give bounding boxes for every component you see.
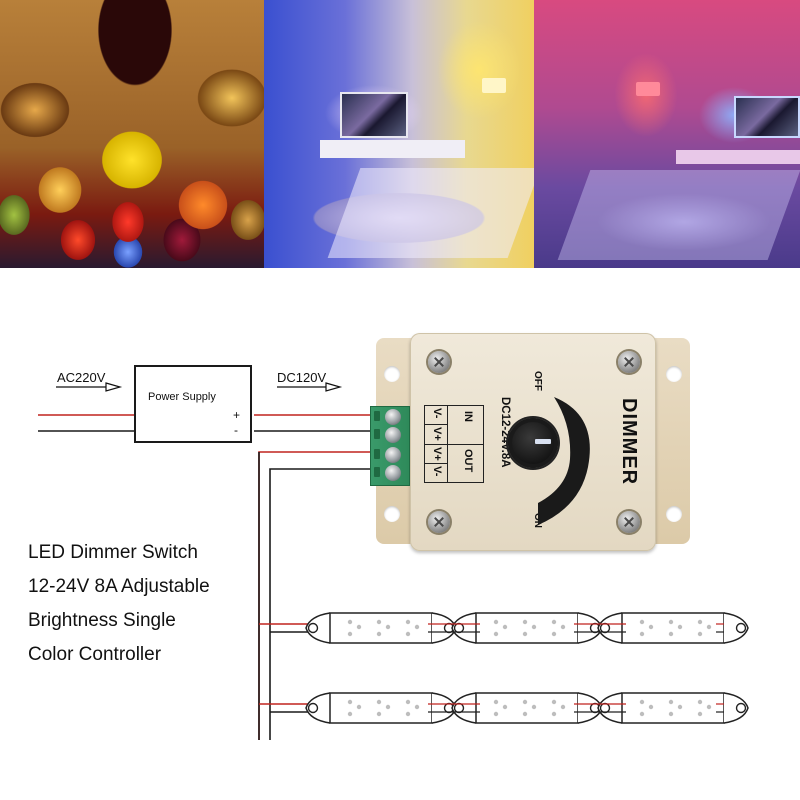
off-label: OFF: [532, 371, 543, 391]
mounting-hole-icon: [384, 366, 400, 382]
floor-lamp-icon: [636, 82, 660, 96]
out-header: OUT: [462, 449, 474, 473]
pin-label: V+: [431, 447, 443, 461]
product-photo-strip: Colorful pendant lamps Living room with …: [0, 0, 800, 268]
led-strip-row-1: [306, 613, 748, 643]
pin-label-table: IN OUT V- V+ V+ V-: [424, 405, 484, 483]
screw-icon: [618, 351, 640, 373]
positive-terminal-label: +: [232, 408, 240, 422]
description-line: LED Dimmer Switch: [28, 542, 198, 563]
brightness-arc-icon: [538, 397, 590, 525]
screw-icon: [618, 511, 640, 533]
pendant-lamps-photo: Colorful pendant lamps: [0, 0, 264, 268]
pin-label: V-: [431, 466, 443, 477]
product-description: LED Dimmer Switch 12-24V 8A Adjustable B…: [28, 536, 210, 672]
rug: [557, 170, 800, 260]
terminal-screw-icon: [385, 427, 401, 443]
description-line: Color Controller: [28, 644, 162, 665]
description-line: 12-24V 8A Adjustable: [28, 576, 210, 597]
living-room-pink-purple-photo: Living room with pink and purple lightin…: [534, 0, 800, 268]
mounting-hole-icon: [666, 506, 682, 522]
mounting-hole-icon: [384, 506, 400, 522]
ac-input-label: AC220V: [57, 370, 106, 385]
led-strip-row-2: [306, 693, 748, 723]
pin-label: V-: [431, 408, 443, 419]
floor-lamp-icon: [482, 78, 506, 93]
terminal-screw-icon: [385, 465, 401, 481]
pin-label: V+: [431, 427, 443, 441]
rug: [327, 168, 534, 258]
power-supply-title: Power Supply: [148, 391, 216, 403]
tv-icon: [340, 92, 408, 138]
negative-terminal-label: -: [234, 423, 238, 437]
tv-stand: [320, 140, 465, 158]
terminal-screw-icon: [385, 447, 401, 463]
dimmer-brand-label: DIMMER: [618, 398, 640, 486]
dimmer-knob[interactable]: [508, 418, 558, 468]
screw-icon: [428, 351, 450, 373]
tv-icon: [734, 96, 800, 138]
in-header: IN: [462, 411, 474, 422]
screw-icon: [428, 511, 450, 533]
screw-terminal-block: [370, 406, 410, 486]
living-room-blue-yellow-photo: Living room with blue and yellow lightin…: [264, 0, 534, 268]
tv-stand: [676, 150, 800, 164]
mounting-hole-icon: [666, 366, 682, 382]
dc-output-label: DC120V: [277, 370, 327, 385]
power-supply-box: Power Supply + -: [134, 365, 252, 443]
knob-indicator-icon: [535, 439, 551, 444]
description-line: Brightness Single: [28, 610, 176, 631]
terminal-screw-icon: [385, 409, 401, 425]
